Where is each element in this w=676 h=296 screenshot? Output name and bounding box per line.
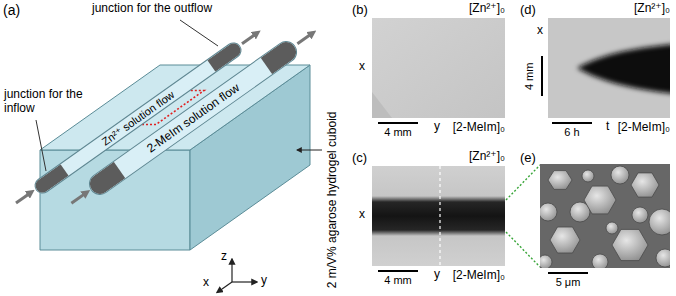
micrograph-b <box>372 18 505 118</box>
concentration-label: [2-MeIm]₀ <box>453 269 505 283</box>
crystal <box>606 222 618 234</box>
crystal <box>540 255 552 268</box>
scale-bar <box>378 122 418 124</box>
axis-label: x <box>203 276 209 290</box>
axis-y <box>232 281 257 282</box>
scale-label: 4 mm <box>384 126 412 139</box>
panel-letter: (a) <box>3 2 20 18</box>
concentration-label: [Zn²⁺]₀ <box>469 2 505 16</box>
callout-label: junction for the inflow <box>4 88 104 116</box>
outflow-arrow <box>297 33 312 44</box>
scale-bar <box>541 56 543 96</box>
scale-label: 6 h <box>564 126 579 139</box>
panel-letter: (e) <box>520 151 536 166</box>
axis-label: z <box>221 250 227 264</box>
axis-label: t <box>606 120 609 134</box>
concentration-label: [Zn²⁺]₀ <box>469 150 505 164</box>
scale-label: 4 mm <box>384 274 412 287</box>
crystal <box>548 171 572 190</box>
panel-letter: (d) <box>520 3 536 18</box>
panel-letter: (c) <box>352 151 367 166</box>
concentration-label: [2-MeIm]₀ <box>453 121 505 135</box>
zoom-line <box>506 165 540 200</box>
cut-line <box>439 166 440 266</box>
callout-label: junction for the outflow <box>92 2 212 16</box>
axis-label: y <box>434 268 440 282</box>
crystal <box>611 166 629 184</box>
scale-label: 4 mm <box>524 62 537 90</box>
crystal <box>631 173 659 197</box>
precipitate-band <box>577 44 670 94</box>
axis-label: y <box>261 274 267 288</box>
crystal <box>632 207 648 223</box>
crystal <box>584 186 616 214</box>
leader-line <box>36 120 46 171</box>
inflow-arrow <box>16 192 31 203</box>
crystal <box>612 229 648 260</box>
outflow-arrow <box>242 33 257 44</box>
scale-bar <box>552 122 592 124</box>
crystal <box>656 249 670 267</box>
crystal <box>582 170 594 182</box>
concentration-label: [Zn²⁺]₀ <box>634 2 670 16</box>
scale-label: 5 μm <box>556 276 581 289</box>
crystal <box>540 203 557 221</box>
callout-label: 2 m/V% agarose hydrogel cuboid <box>326 112 340 289</box>
inflow-arrow <box>71 193 86 204</box>
axis-label: y <box>434 120 440 134</box>
crystal <box>592 254 608 268</box>
axis-x <box>217 282 232 293</box>
axis-label: x <box>359 208 365 222</box>
micrograph-c <box>372 166 505 266</box>
crystal <box>550 227 580 253</box>
concentration-label: [2-MeIm]₀ <box>618 121 670 135</box>
panel-letter: (b) <box>352 3 368 18</box>
image-shadow <box>372 92 392 118</box>
crystal <box>649 209 670 235</box>
scale-bar <box>548 272 588 274</box>
axis-z <box>231 259 232 282</box>
scale-bar <box>378 270 418 272</box>
axis-label: x <box>359 60 365 74</box>
axis-label: x <box>537 24 543 38</box>
crystals <box>540 166 670 268</box>
leader-line <box>180 20 218 46</box>
leader-arrow <box>297 150 322 151</box>
zoom-line <box>506 232 540 267</box>
